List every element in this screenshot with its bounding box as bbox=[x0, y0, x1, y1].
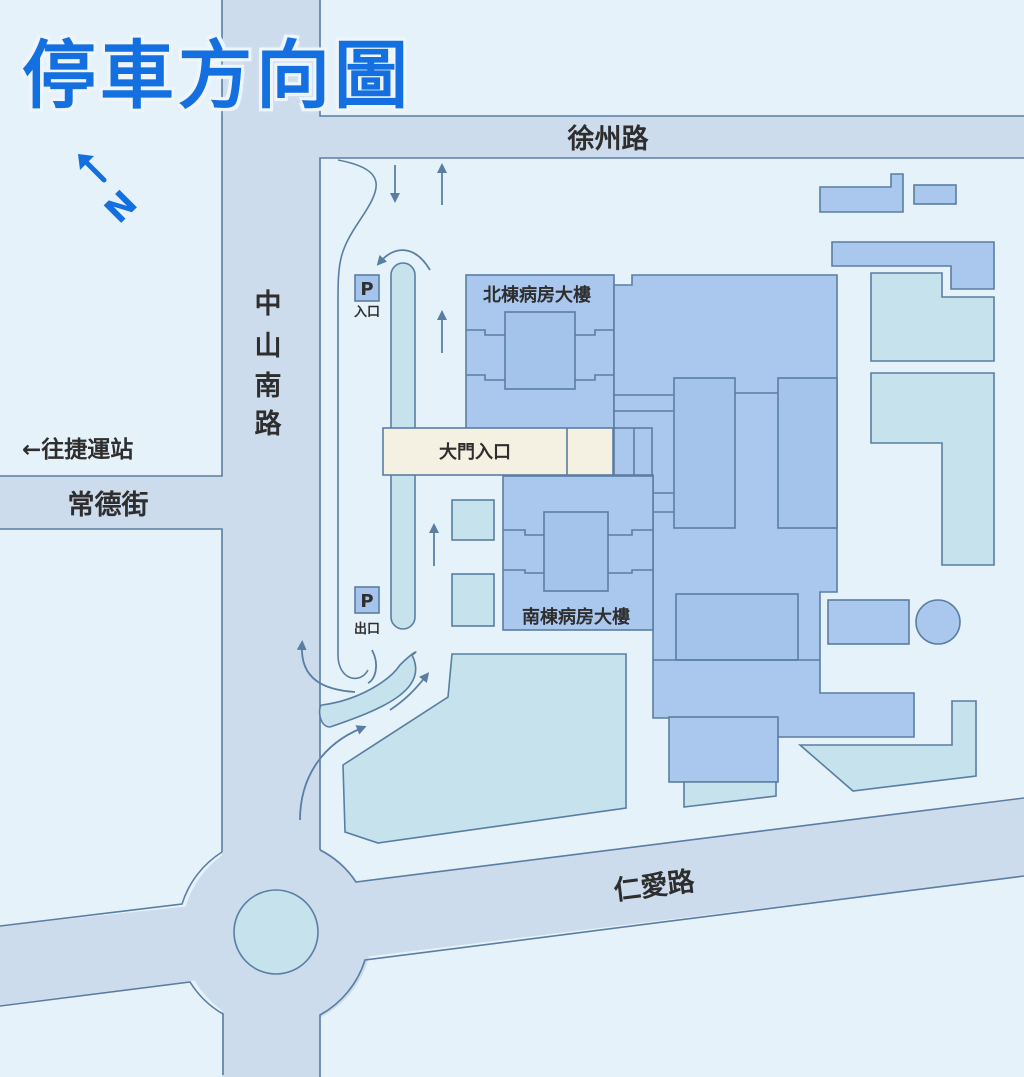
road-label-xuzhou: 徐州路 bbox=[567, 123, 650, 155]
road-label-changde: 常德街 bbox=[68, 490, 149, 521]
north-label: N bbox=[97, 183, 145, 231]
parking-symbol: P bbox=[360, 279, 373, 300]
entry-arrow-icon bbox=[299, 725, 367, 821]
annex-building bbox=[668, 716, 779, 783]
north-ward-label: 北棟病房大樓 bbox=[483, 284, 591, 306]
north-arrow-icon: N bbox=[78, 154, 146, 232]
main-entrance-label: 大門入口 bbox=[439, 441, 511, 463]
campus: P 入口 P 出口 bbox=[296, 159, 995, 844]
parking-exit-label: 出口 bbox=[354, 621, 380, 637]
road-changde bbox=[0, 476, 222, 529]
parking-entrance-sign[interactable]: P 入口 bbox=[354, 274, 380, 320]
road-label-zhongshan-4: 路 bbox=[255, 408, 283, 440]
mrt-direction-label: ←往捷運站 bbox=[22, 436, 133, 463]
page-title: 停車方向圖 bbox=[22, 33, 412, 119]
traffic-flow-arrows bbox=[296, 163, 447, 821]
road-label-zhongshan-3: 南 bbox=[255, 371, 282, 402]
main-hospital-block bbox=[613, 274, 915, 738]
main-entrance[interactable] bbox=[382, 427, 614, 476]
map-labels: 徐州路 中 山 南 路 ←往捷運站 常德街 仁愛路 北棟病房大樓 南棟病房大樓 … bbox=[22, 123, 697, 907]
exit-island bbox=[318, 651, 417, 728]
parking-entrance-label: 入口 bbox=[354, 305, 380, 320]
road-xuzhou bbox=[320, 116, 1024, 158]
garden-block-1 bbox=[451, 499, 495, 541]
entry-arrow-icon bbox=[389, 672, 430, 711]
south-green-lot bbox=[342, 653, 627, 844]
roundabout-center bbox=[233, 889, 319, 975]
south-ward-label: 南棟病房大樓 bbox=[522, 606, 630, 628]
road-label-zhongshan-1: 中 bbox=[255, 289, 282, 320]
exit-arrow-icon bbox=[296, 640, 356, 693]
parking-symbol: P bbox=[360, 591, 373, 612]
road-renai bbox=[0, 798, 1024, 1005]
parking-exit-sign[interactable]: P 出口 bbox=[354, 586, 380, 637]
garden-block-2 bbox=[451, 573, 495, 627]
u-turn-arrow-icon bbox=[376, 249, 431, 271]
road-label-zhongshan-2: 山 bbox=[255, 331, 282, 362]
